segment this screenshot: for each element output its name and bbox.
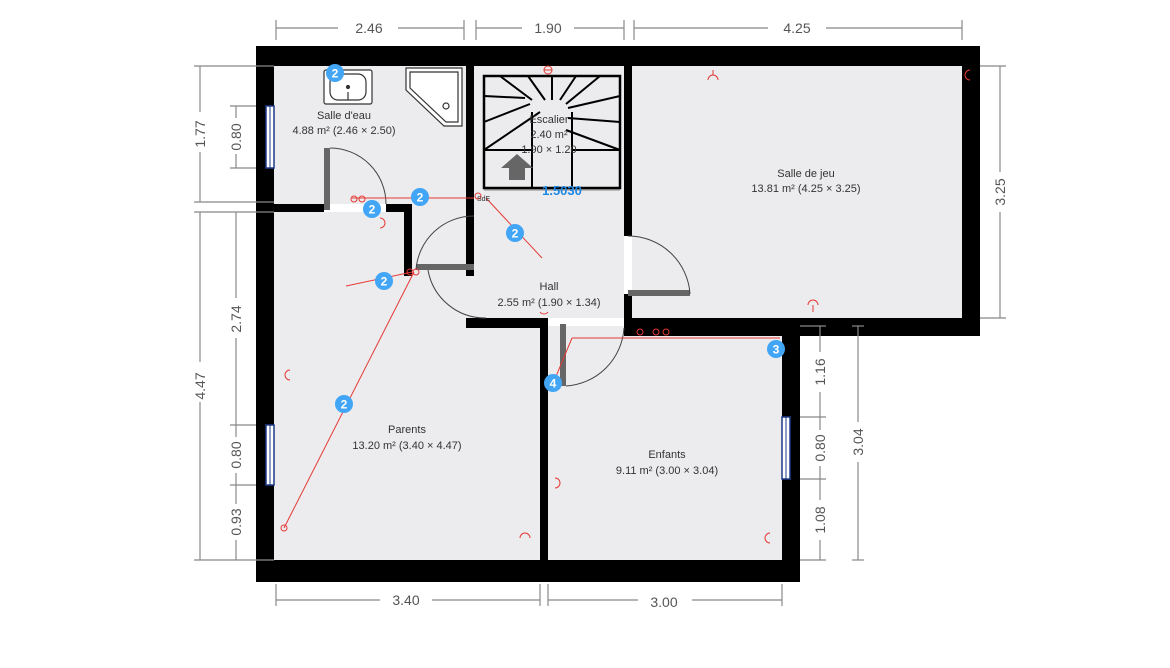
wall-bottom [256,560,800,582]
wall-mid-horizontal [624,318,980,336]
wall-hall-bottom [466,318,548,328]
svg-text:4: 4 [550,377,557,391]
room-area-enfants: 9.11 m² (3.00 × 3.04) [616,465,718,477]
wall-hall-right-lower [624,294,632,324]
dim-top-2: 1.90 [534,20,561,36]
badge-parents-mid[interactable]: 2 [335,395,353,413]
wall-salle-deau-bottom-b [386,204,412,212]
dim-bottom-2: 3.00 [650,594,677,610]
floors [274,66,962,560]
svg-text:2: 2 [417,191,424,205]
floor-salle-de-jeu [632,66,962,318]
room-area-salle-de-jeu: 13.81 m² (4.25 × 3.25) [751,183,860,195]
dim-right-inner-3: 1.08 [812,506,828,533]
door-enfants [560,324,566,386]
dim-left-inner-2: 2.74 [228,305,244,332]
floor-enfants [548,326,782,560]
wall-top [256,46,980,66]
dim-left-inner-3: 0.80 [228,441,244,468]
room-name-enfants: Enfants [648,449,686,461]
wall-stair-left [466,46,474,276]
stair-measure: 1.5030 [542,183,582,198]
door-hall-left [416,264,474,270]
dim-left-inner-4: 0.93 [228,508,244,535]
room-area-parents: 13.20 m² (3.40 × 4.47) [352,440,461,452]
wall-right-lower [782,326,800,582]
dim-left-1: 1.77 [192,120,208,147]
wall-salle-deau-bottom-a [274,204,324,212]
room-name-escalier: Escalier [529,114,568,126]
svg-text:2: 2 [341,398,348,412]
room-name-salle-de-jeu: Salle de jeu [777,168,835,180]
doors [324,147,691,387]
floor-escalier [474,66,624,192]
badge-door[interactable]: 2 [363,200,381,218]
svg-text:2: 2 [512,227,519,241]
door-salle-deau [324,148,330,210]
room-name-parents: Parents [388,424,426,436]
room-area-salle-deau: 4.88 m² (2.46 × 2.50) [292,125,395,137]
dim-right-inner-1: 1.16 [812,358,828,385]
badge-enfants-top[interactable]: 3 [767,340,785,358]
badge-hall-center[interactable]: 2 [506,224,524,242]
dimension-labels: 2.46 1.90 4.25 1.77 4.47 0.80 2.74 0.80 … [190,18,1010,612]
badge-enfants-door[interactable]: 4 [544,374,562,392]
badge-parents-top[interactable]: 2 [375,272,393,290]
dim-right-outer: 3.04 [850,428,866,455]
dim-top-3: 4.25 [783,20,810,36]
room-name-hall: Hall [540,281,559,293]
dim-right-top: 3.25 [992,178,1008,205]
room-area-escalier: 2.40 m² [530,129,568,141]
room-name-salle-deau: Salle d'eau [317,110,371,122]
wall-hall-left [404,204,412,276]
badge-sink[interactable]: 2 [326,64,344,82]
badge-hall-top[interactable]: 2 [411,188,429,206]
wall-stair-right [624,46,632,236]
dim-bottom-1: 3.40 [392,592,419,608]
circuit-badges: 2 2 2 2 2 2 3 4 [326,64,785,413]
stair-measure-line: 1.5030 [484,183,620,198]
svg-text:3: 3 [773,343,780,357]
stair [482,74,622,190]
windows [265,105,791,486]
sde-label: SdE [477,196,491,203]
door-salle-de-jeu [628,290,690,296]
dim-left-2: 4.47 [192,372,208,399]
wall-parents-enfants [540,318,548,582]
dim-left-inner-1: 0.80 [228,123,244,150]
wall-right-top [962,46,980,336]
svg-text:2: 2 [369,203,376,217]
room-dims-escalier: 1.90 × 1.20 [521,144,576,156]
room-area-hall: 2.55 m² (1.90 × 1.34) [497,297,600,309]
dim-top-1: 2.46 [355,20,382,36]
dim-right-inner-2: 0.80 [812,434,828,461]
svg-text:2: 2 [381,275,388,289]
room-labels: Salle d'eau 4.88 m² (2.46 × 2.50) Escali… [292,110,860,477]
svg-text:2: 2 [332,67,339,81]
